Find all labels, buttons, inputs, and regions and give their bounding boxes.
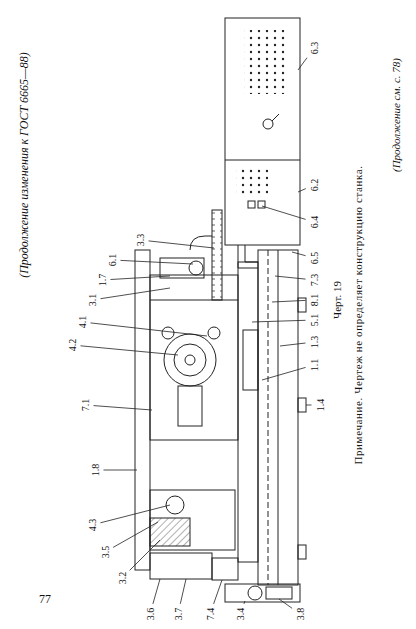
- leader-line: [262, 367, 306, 380]
- leader-line: [113, 522, 158, 547]
- callout-number: 1.4: [315, 398, 326, 413]
- callout-number: 3.1: [87, 293, 98, 308]
- figure-number: Черт. 19: [331, 280, 343, 320]
- header-text: (Продолжение изменения к ГОСТ 6665—88): [18, 51, 31, 279]
- leader-line: [279, 599, 292, 608]
- leader-line: [149, 241, 215, 248]
- leader-line: [298, 58, 307, 70]
- callout-number: 3.3: [135, 233, 146, 248]
- callout-number: 8.1: [309, 293, 320, 308]
- callout-number: 7.4: [205, 607, 216, 622]
- callout-number: 1.3: [309, 335, 320, 350]
- callout-number: 6.4: [309, 215, 320, 230]
- leader-line: [272, 300, 306, 302]
- callout-number: 4.3: [87, 518, 98, 533]
- leader-line: [280, 343, 306, 346]
- leader-line: [180, 579, 186, 604]
- leader-line: [306, 405, 312, 406]
- leader-line: [244, 601, 245, 604]
- callout-number: 3.8: [295, 607, 306, 622]
- callout-number: 3.2: [117, 571, 128, 586]
- leader-line: [104, 470, 138, 471]
- leader-line: [214, 580, 222, 604]
- leader-line: [101, 288, 171, 299]
- note-text: Примечание. Чертеж не определяет констру…: [352, 164, 364, 465]
- leader-line: [130, 540, 160, 570]
- leader-line: [252, 320, 306, 322]
- callout-number: 7.3: [309, 273, 320, 288]
- callout-number: 7.1: [80, 398, 91, 413]
- callout-number: 3.5: [100, 545, 111, 560]
- page-number: 77: [38, 593, 52, 606]
- callout-number: 3.7: [173, 607, 184, 622]
- leader-line: [111, 276, 171, 280]
- callout-number: 1.1: [309, 358, 320, 373]
- leader-line: [100, 505, 170, 523]
- callout-number: 6.2: [309, 178, 320, 193]
- callout-number: 6.5: [309, 251, 320, 266]
- callout-number: 6.1: [107, 253, 118, 268]
- leader-line: [121, 260, 194, 264]
- callout-number: 6.3: [309, 41, 320, 56]
- leader-line: [262, 206, 306, 219]
- leader-line: [81, 346, 179, 355]
- callout-number: 5.1: [309, 313, 320, 328]
- callout-number: 4.1: [77, 315, 88, 330]
- leader-line: [91, 323, 208, 336]
- callout-number: 3.6: [145, 607, 156, 622]
- callout-number: 4.2: [67, 338, 78, 353]
- callout-number: 1.7: [97, 273, 108, 288]
- leader-line: [298, 189, 306, 192]
- callout-number: 1.8: [90, 463, 101, 478]
- leader-line: [153, 579, 160, 604]
- leader-line: [275, 276, 306, 279]
- leader-line: [94, 406, 153, 410]
- leader-line: [292, 252, 306, 256]
- continuation-note: (Продолжение см. с. 78): [390, 57, 402, 173]
- callout-number: 3.4: [235, 607, 246, 622]
